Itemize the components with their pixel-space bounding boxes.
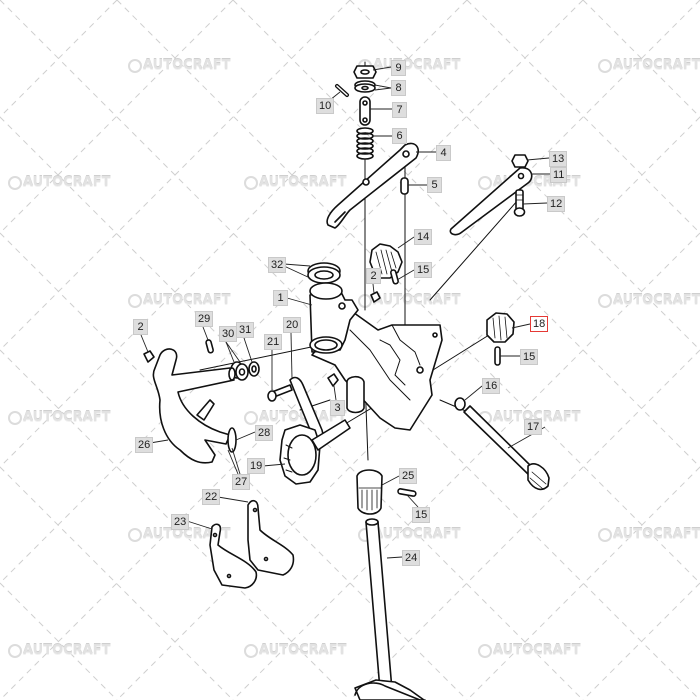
part-callout-11[interactable]: 11 (550, 167, 568, 183)
part-21-bolt (267, 384, 293, 402)
part-1-housing (309, 282, 443, 431)
part-13-nut (511, 154, 529, 168)
part-22-plate (247, 499, 295, 576)
part-10-pin (335, 84, 349, 97)
part-9-nut (353, 65, 377, 79)
part-18-gear (486, 312, 515, 343)
part-callout-3[interactable]: 3 (330, 400, 345, 416)
part-callout-21[interactable]: 21 (264, 334, 283, 350)
part-16-washer (454, 397, 466, 411)
part-callout-15[interactable]: 15 (412, 507, 431, 523)
part-callout-7[interactable]: 7 (392, 102, 407, 118)
part-2-fitting-left (143, 350, 155, 363)
part-24-shaft (354, 518, 426, 700)
part-32-bushing (307, 262, 341, 284)
part-callout-13[interactable]: 13 (549, 151, 568, 167)
part-block (346, 375, 365, 414)
part-23-plate (209, 523, 258, 589)
part-callout-29[interactable]: 29 (195, 311, 214, 327)
part-callout-2[interactable]: 2 (133, 319, 148, 335)
part-12-bolt (513, 189, 526, 217)
part-3-fitting (327, 373, 339, 387)
part-callout-32[interactable]: 32 (268, 257, 287, 273)
part-6-spring (356, 127, 374, 160)
part-callout-5[interactable]: 5 (427, 177, 442, 193)
part-callout-25[interactable]: 25 (399, 468, 418, 484)
part-15-pin (390, 269, 399, 285)
part-callout-8[interactable]: 8 (391, 80, 406, 96)
part-8-washers (354, 80, 376, 93)
part-callout-15[interactable]: 15 (414, 262, 433, 278)
part-callout-15[interactable]: 15 (520, 349, 539, 365)
part-callout-19[interactable]: 19 (247, 458, 266, 474)
part-callout-16[interactable]: 16 (482, 378, 501, 394)
part-callout-14[interactable]: 14 (414, 229, 433, 245)
part-callout-17[interactable]: 17 (524, 419, 543, 435)
part-15-pin-right (494, 346, 501, 366)
part-callout-1[interactable]: 1 (273, 290, 288, 306)
part-callout-28[interactable]: 28 (255, 425, 274, 441)
part-4-lever (326, 142, 420, 229)
part-15-pin-lower (397, 488, 417, 497)
part-25-gear (356, 469, 383, 515)
part-callout-20[interactable]: 20 (283, 317, 302, 333)
part-callout-18-selected[interactable]: 18 (530, 316, 549, 332)
part-callout-23[interactable]: 23 (171, 514, 190, 530)
part-callout-22[interactable]: 22 (202, 489, 221, 505)
part-11-lever (449, 167, 533, 236)
part-5-pin (400, 177, 409, 195)
part-callout-27[interactable]: 27 (232, 474, 251, 490)
part-callout-10[interactable]: 10 (316, 98, 335, 114)
part-31-washer (248, 361, 260, 377)
part-17-shaft (463, 405, 550, 491)
part-callout-9[interactable]: 9 (391, 60, 406, 76)
part-callout-4[interactable]: 4 (436, 145, 451, 161)
part-19-dial (279, 419, 351, 485)
part-29-pin (205, 339, 214, 354)
part-26-fork (152, 348, 236, 464)
part-2-fitting (370, 291, 381, 303)
part-callout-31[interactable]: 31 (236, 322, 255, 338)
part-callout-6[interactable]: 6 (392, 128, 407, 144)
part-callout-12[interactable]: 12 (547, 196, 566, 212)
part-7-sleeve (359, 96, 371, 126)
part-callout-2[interactable]: 2 (366, 268, 381, 284)
part-callout-24[interactable]: 24 (402, 550, 421, 566)
part-callout-26[interactable]: 26 (135, 437, 154, 453)
part-callout-30[interactable]: 30 (219, 326, 238, 342)
